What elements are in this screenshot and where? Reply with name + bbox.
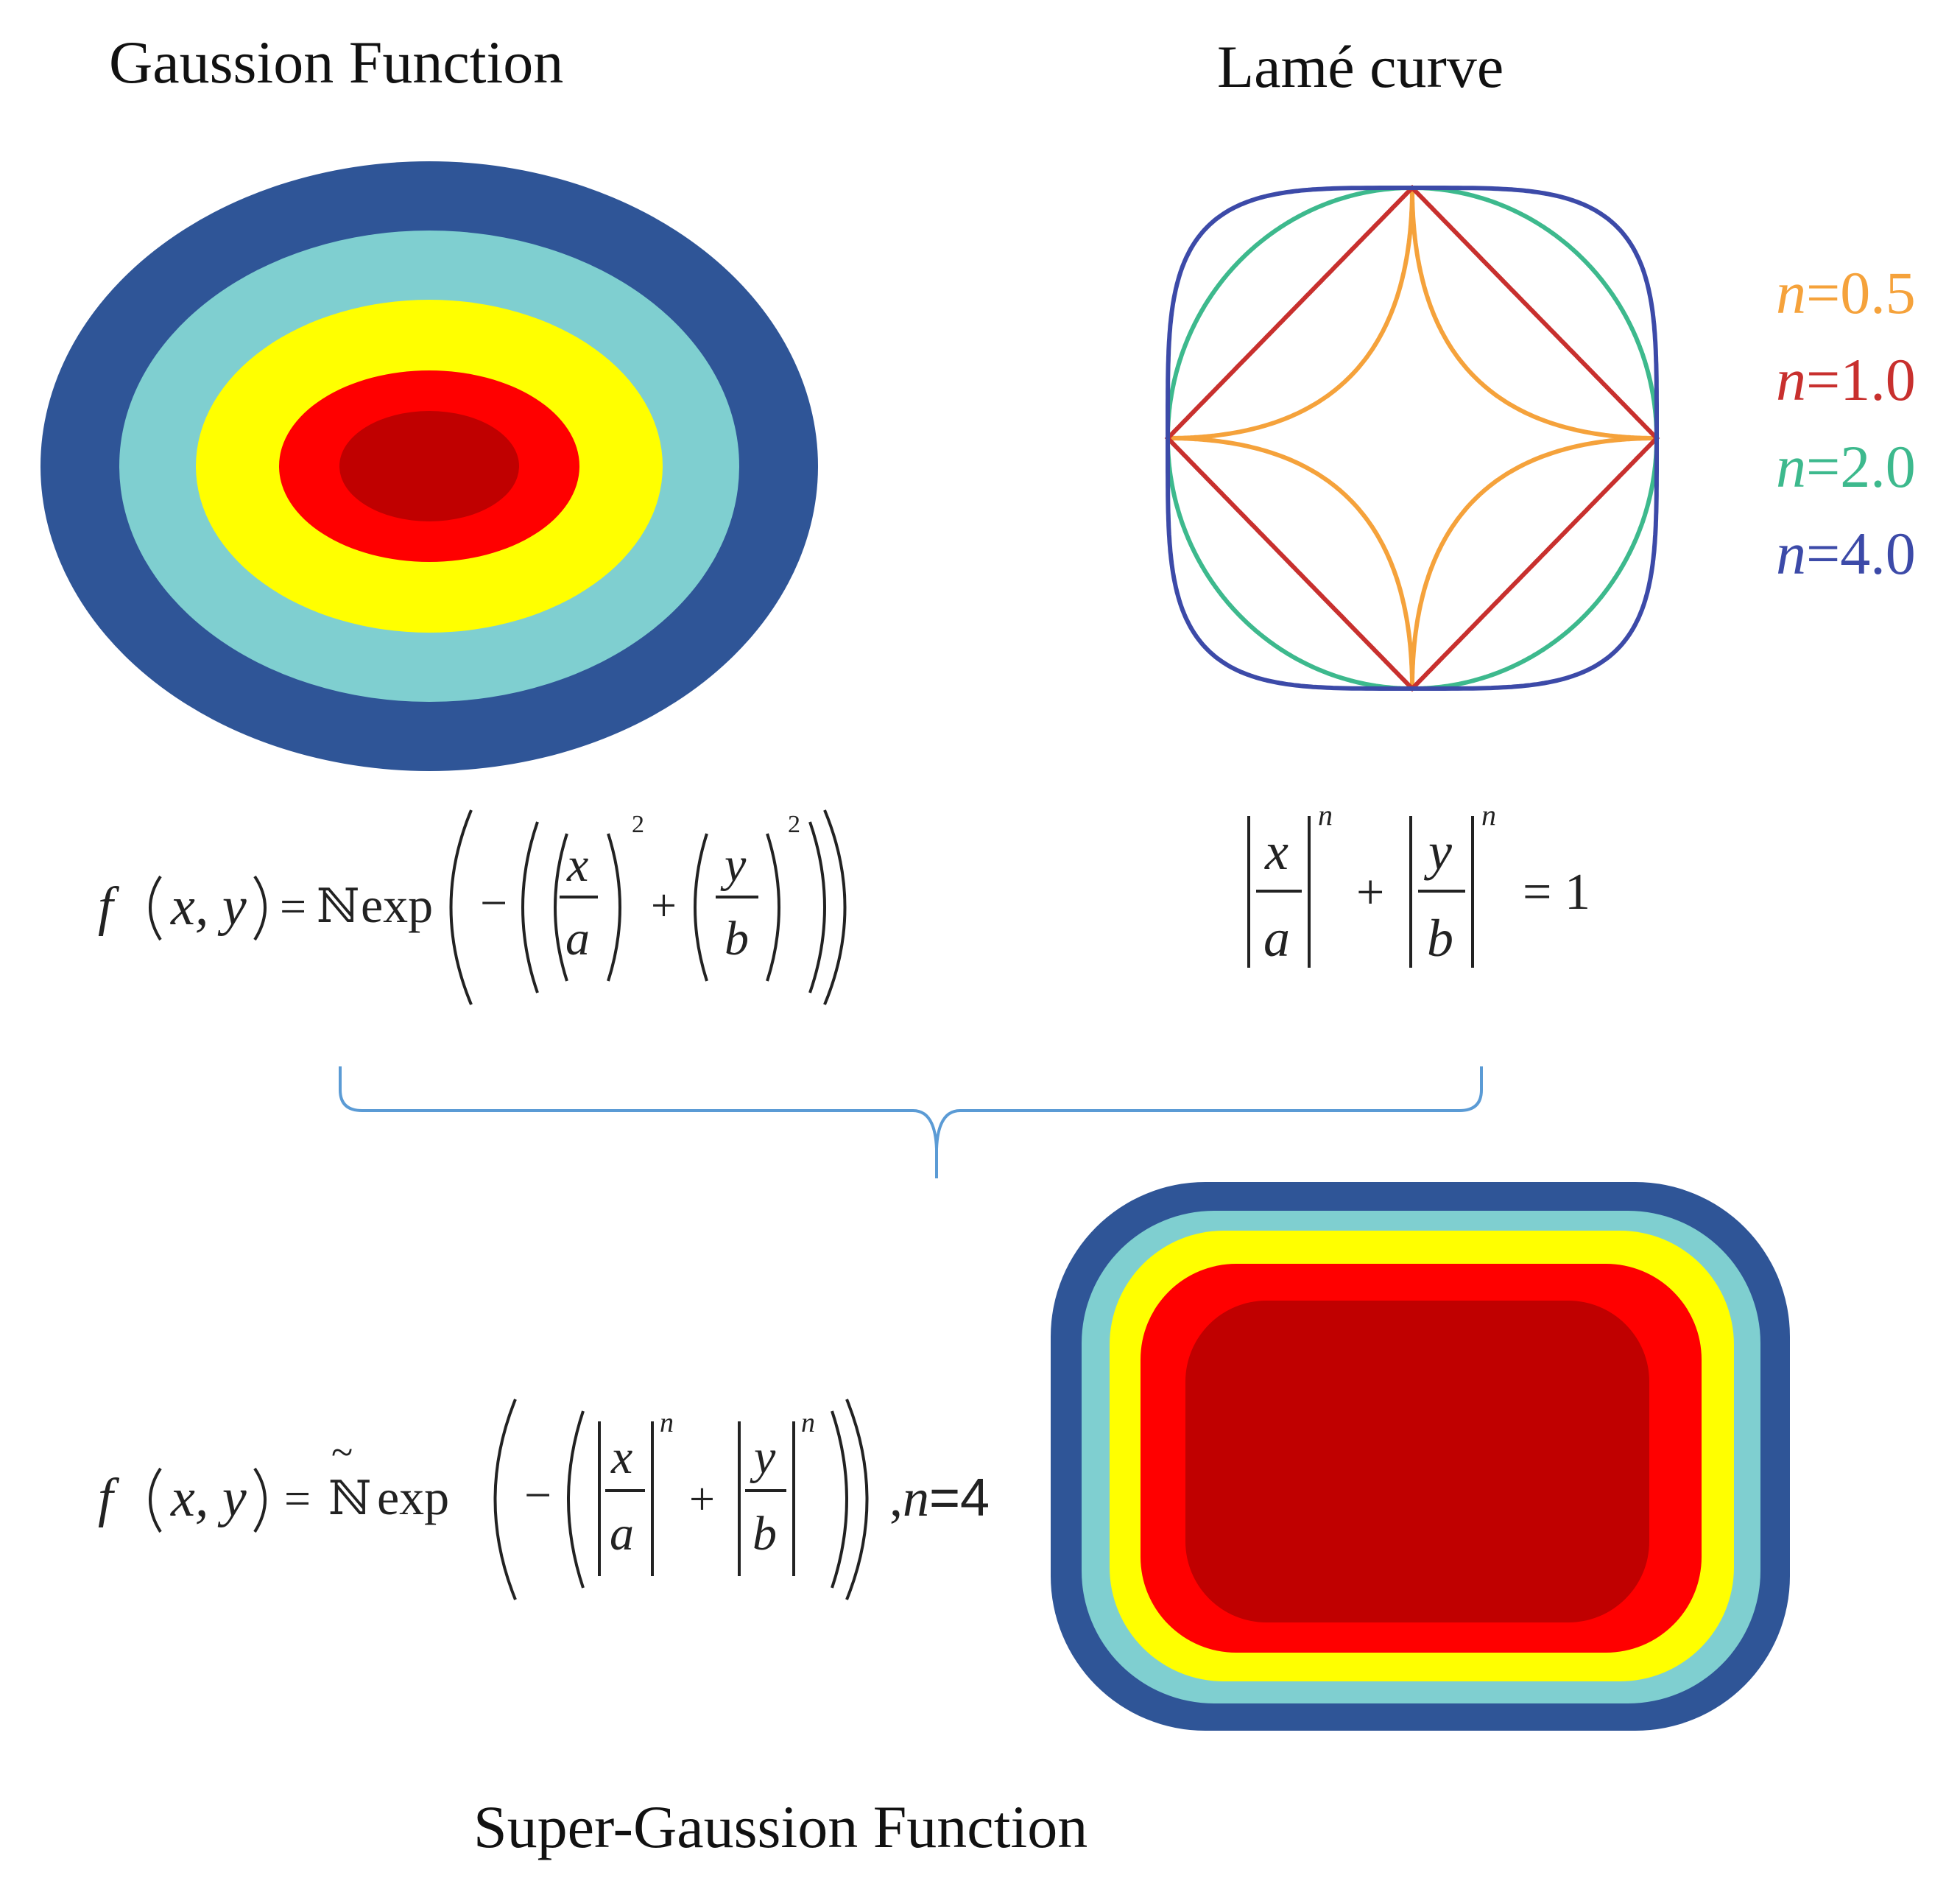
eq3-mid-paren-left (567, 1410, 585, 1589)
eq1-inner-paren-right-1 (607, 833, 621, 982)
eq2-sup2: n (1481, 798, 1496, 831)
eq1-frac1-den: a (565, 912, 590, 966)
eq3-sup2: n (801, 1407, 815, 1438)
eq3-exp: exp (377, 1469, 449, 1525)
legend-entry-n-2-0: n=2.0 (1776, 433, 1916, 500)
lame-title: Lamé curve (1217, 33, 1504, 100)
eq1-args: x, y (170, 876, 247, 937)
combining-brace (339, 1066, 1483, 1178)
eq3-tilde: ~ (331, 1430, 353, 1474)
eq1-paren-right (253, 875, 267, 941)
super-level-5 (1185, 1301, 1649, 1622)
eq1-inner-paren-left-2 (694, 833, 708, 982)
eq3-plus: + (689, 1474, 715, 1524)
eq2-rhs: = 1 (1523, 864, 1590, 921)
lame-curve-n-0-5 (1168, 188, 1657, 689)
eq2-frac1-den: a (1263, 909, 1290, 968)
lame-curves (1164, 184, 1660, 692)
eq3-f: f (98, 1468, 120, 1528)
eq1-sup2: 2 (788, 811, 800, 838)
eq1-exp: exp (361, 877, 433, 933)
eq3-normalizer: ℕ (328, 1472, 372, 1524)
eq2-frac2-num: y (1423, 822, 1452, 881)
legend-entry-n-0-5: n=0.5 (1776, 259, 1916, 326)
eq1-mid-paren-left (521, 821, 539, 993)
eq1-frac2-den: b (725, 912, 749, 966)
super-gaussian-equation: f x, y = ~ ℕ exp − x a n + y b n ,n=4 (98, 1399, 990, 1600)
eq1-inner-paren-right-2 (766, 833, 780, 982)
eq1-minus: − (480, 876, 507, 930)
eq1-equals: = (280, 880, 306, 932)
lame-equation: x a n + y b n = 1 (1247, 798, 1590, 968)
eq3-frac1-den: a (610, 1507, 634, 1561)
eq3-frac2-den: b (752, 1507, 777, 1561)
lame-curve-n-4-0 (1166, 186, 1659, 691)
eq3-mid-paren-right (831, 1410, 848, 1589)
eq3-big-paren-right (845, 1399, 869, 1600)
eq3-suffix: ,n=4 (889, 1469, 990, 1527)
eq2-frac2-den: b (1427, 909, 1453, 968)
gaussian-equation: f x, y = ℕ exp − x a 2 + y b 2 (98, 809, 847, 1005)
legend-entry-n-4-0: n=4.0 (1776, 520, 1916, 587)
eq3-big-paren-left (493, 1399, 517, 1600)
lame-legend: n=0.5 n=1.0 n=2.0 n=4.0 (1776, 259, 1916, 587)
eq2-sup1: n (1318, 798, 1333, 831)
super-gaussian-title: Super-Gaussion Function (473, 1793, 1087, 1860)
eq1-frac1-num: x (566, 838, 588, 892)
eq1-sup1: 2 (632, 811, 644, 838)
eq1-mid-paren-right (808, 821, 826, 993)
eq3-frac2-num: y (750, 1430, 776, 1484)
eq2-frac1-num: x (1264, 822, 1289, 881)
super-gaussian-contour (1051, 1182, 1790, 1731)
eq1-paren-left (149, 875, 162, 941)
eq1-big-paren-right (823, 809, 847, 1005)
eq3-paren-left (149, 1467, 162, 1533)
gaussian-title: Gaussion Function (109, 29, 563, 96)
legend-entry-n-1-0: n=1.0 (1776, 346, 1916, 413)
eq1-big-paren-left (449, 809, 473, 1005)
gaussian-level-5 (339, 411, 519, 521)
lame-curve-n-1-0 (1164, 184, 1660, 692)
eq1-frac2-num: y (720, 838, 747, 892)
eq1-inner-paren-left-1 (554, 833, 568, 982)
eq3-minus: − (524, 1469, 551, 1522)
eq3-equals: = (284, 1472, 311, 1524)
eq2-plus: + (1356, 864, 1384, 920)
eq3-paren-right (253, 1467, 267, 1533)
lame-curve-n-2-0 (1166, 186, 1659, 691)
eq3-args: x, y (170, 1468, 247, 1528)
gaussian-contour (40, 161, 818, 771)
eq1-normalizer: ℕ (317, 880, 360, 932)
eq1-plus: + (651, 881, 677, 931)
eq3-frac1-num: x (610, 1430, 632, 1484)
eq1-f: f (98, 876, 120, 937)
eq3-sup1: n (660, 1407, 674, 1438)
